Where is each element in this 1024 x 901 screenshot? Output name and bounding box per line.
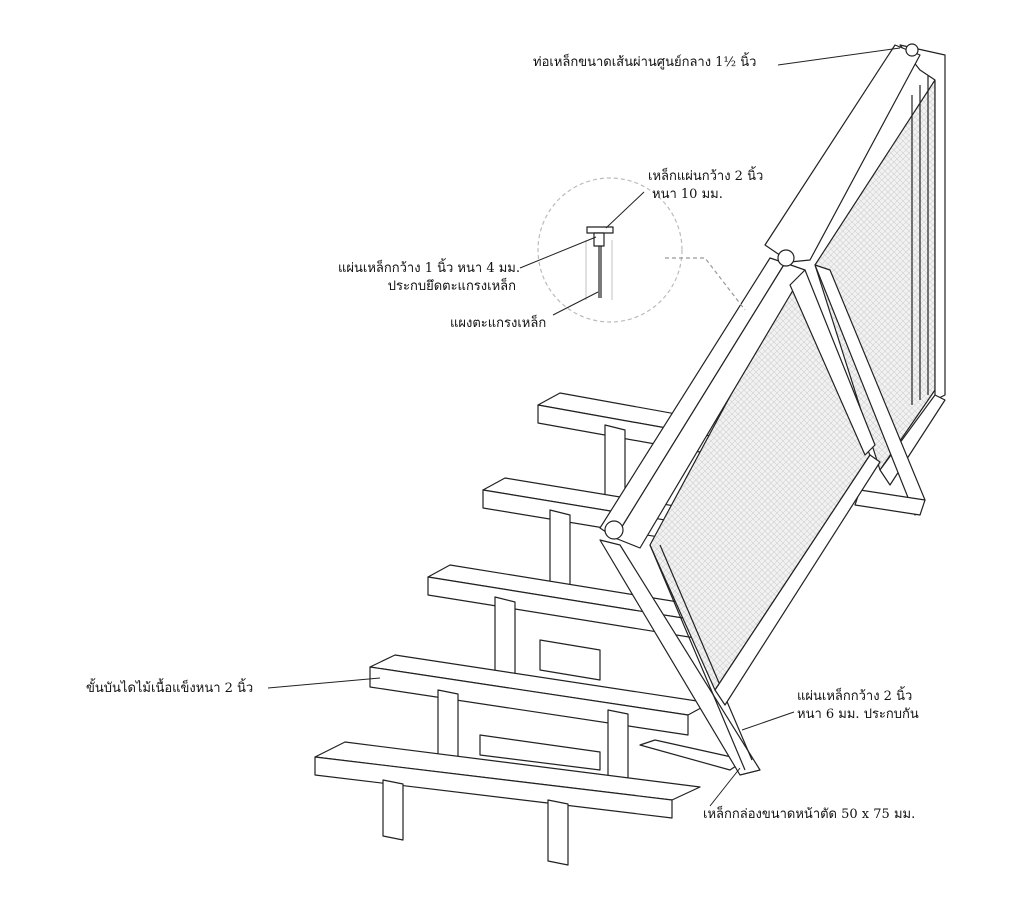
label-flat-bar-1in-1: แผ่นเหล็กกว้าง 1 นิ้ว หนา 4 มม.	[338, 261, 520, 276]
label-tread: ขั้นบันไดไม้เนื้อแข็งหนา 2 นิ้ว	[86, 681, 254, 696]
label-flat-bar-2in-1: เหล็กแผ่นกว้าง 2 นิ้ว	[648, 169, 764, 184]
tread-1	[314, 739, 746, 866]
lower-rail-frame	[599, 249, 881, 776]
label-flat-bar-1in-2: ประกบยึดตะแกรงเหล็ก	[387, 279, 516, 294]
leader-lines	[267, 47, 901, 807]
label-side-plate-2: หนา 6 มม. ประกบกัน	[797, 707, 919, 722]
detail-callout	[537, 177, 746, 323]
label-mesh-panel: แผงตะแกรงเหล็ก	[450, 316, 547, 331]
tread-2	[369, 654, 711, 791]
label-side-plate-1: แผ่นเหล็กกว้าง 2 นิ้ว	[797, 689, 913, 704]
label-flat-bar-2in-2: หนา 10 มม.	[652, 187, 723, 202]
label-top-pipe: ท่อเหล็กขนาดเส้นผ่านศูนย์กลาง 1½ นิ้ว	[533, 55, 757, 70]
upper-rail-frame	[764, 43, 946, 516]
label-box-steel: เหล็กกล่องขนาดหน้าตัด 50 x 75 มม.	[703, 807, 916, 822]
tread-3	[427, 564, 741, 681]
